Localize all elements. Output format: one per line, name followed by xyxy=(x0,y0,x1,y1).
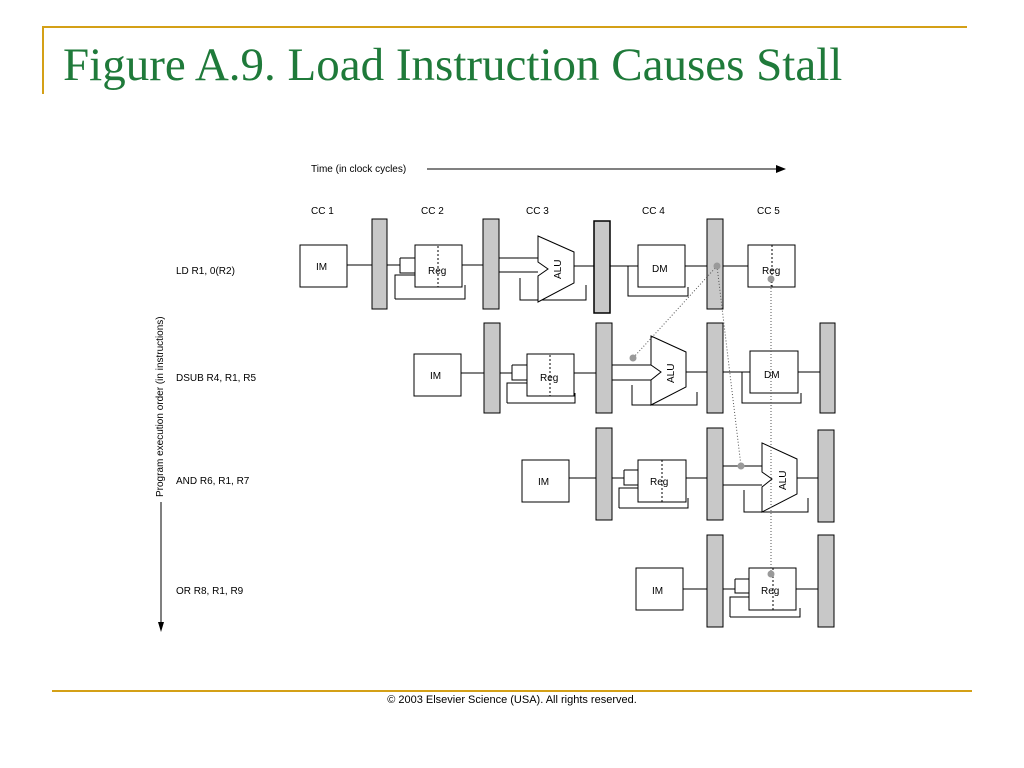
instr-label-ld: LD R1, 0(R2) xyxy=(176,266,235,277)
dm-label: DM xyxy=(652,264,668,275)
alu-label: ALU xyxy=(553,260,564,279)
pipeline-register xyxy=(819,322,836,414)
instr-label-or: OR R8, R1, R9 xyxy=(176,586,244,597)
im-block xyxy=(635,567,684,611)
pipeline-row-dsub xyxy=(413,322,836,414)
cycle-label-2: CC 2 xyxy=(421,206,444,217)
pipeline-register xyxy=(483,322,501,414)
im-label: IM xyxy=(430,371,441,382)
im-block xyxy=(299,244,348,288)
instr-label-dsub: DSUB R4, R1, R5 xyxy=(176,373,256,384)
pipeline-register xyxy=(482,218,500,310)
dm-block xyxy=(749,350,799,394)
pipeline-register xyxy=(593,220,611,314)
pipeline-register xyxy=(817,429,835,523)
bottom-rule xyxy=(52,690,972,692)
cycle-label-4: CC 4 xyxy=(642,206,665,217)
cycle-label-1: CC 1 xyxy=(311,206,334,217)
top-rule xyxy=(42,26,967,28)
pipeline-register xyxy=(706,322,724,414)
pipeline-register xyxy=(817,534,835,628)
pipeline-register xyxy=(595,322,613,414)
alu-block xyxy=(761,442,798,513)
dm-block xyxy=(637,244,686,288)
alu-label: ALU xyxy=(778,471,789,490)
im-label: IM xyxy=(652,586,663,597)
pipeline-register xyxy=(371,218,388,310)
forward-dest-dot xyxy=(629,354,637,362)
reg-label: Reg xyxy=(650,477,668,488)
pipeline-row-and xyxy=(521,427,835,523)
instr-label-and: AND R6, R1, R7 xyxy=(176,476,250,487)
forwarding-dots xyxy=(629,262,775,578)
pipeline-diagram: Time (in clock cycles) CC 1 CC 2 CC 3 CC… xyxy=(155,164,836,632)
pipeline-register xyxy=(706,534,724,628)
alu-block xyxy=(537,235,575,303)
reg-label: Reg xyxy=(762,266,780,277)
reg-label: Reg xyxy=(540,373,558,384)
time-axis-label: Time (in clock cycles) xyxy=(311,164,406,175)
pipeline-register xyxy=(706,427,724,521)
forward-dest-dot xyxy=(767,570,775,578)
pipeline-row-ld xyxy=(299,218,796,314)
alu-block xyxy=(650,335,687,406)
pipeline-register xyxy=(595,427,613,521)
cycle-label-3: CC 3 xyxy=(526,206,549,217)
reg-label: Reg xyxy=(428,266,446,277)
im-label: IM xyxy=(538,477,549,488)
forward-source-dot xyxy=(767,275,775,283)
reg-label: Reg xyxy=(761,586,779,597)
cycle-label-5: CC 5 xyxy=(757,206,780,217)
alu-label: ALU xyxy=(666,364,677,383)
im-label: IM xyxy=(316,262,327,273)
pipeline-row-or xyxy=(635,534,835,628)
order-axis-label: Program execution order (in instructions… xyxy=(155,316,166,497)
copyright-footer: © 2003 Elsevier Science (USA). All right… xyxy=(387,694,637,706)
left-rule xyxy=(42,26,44,94)
order-arrow-head xyxy=(158,622,164,632)
forwarding-paths xyxy=(632,265,772,574)
im-block xyxy=(413,353,462,397)
slide-title: Figure A.9. Load Instruction Causes Stal… xyxy=(63,39,843,91)
forward-source-dot xyxy=(713,262,721,270)
forward-dest-dot xyxy=(737,462,745,470)
dm-label: DM xyxy=(764,370,780,381)
im-block xyxy=(521,459,570,503)
